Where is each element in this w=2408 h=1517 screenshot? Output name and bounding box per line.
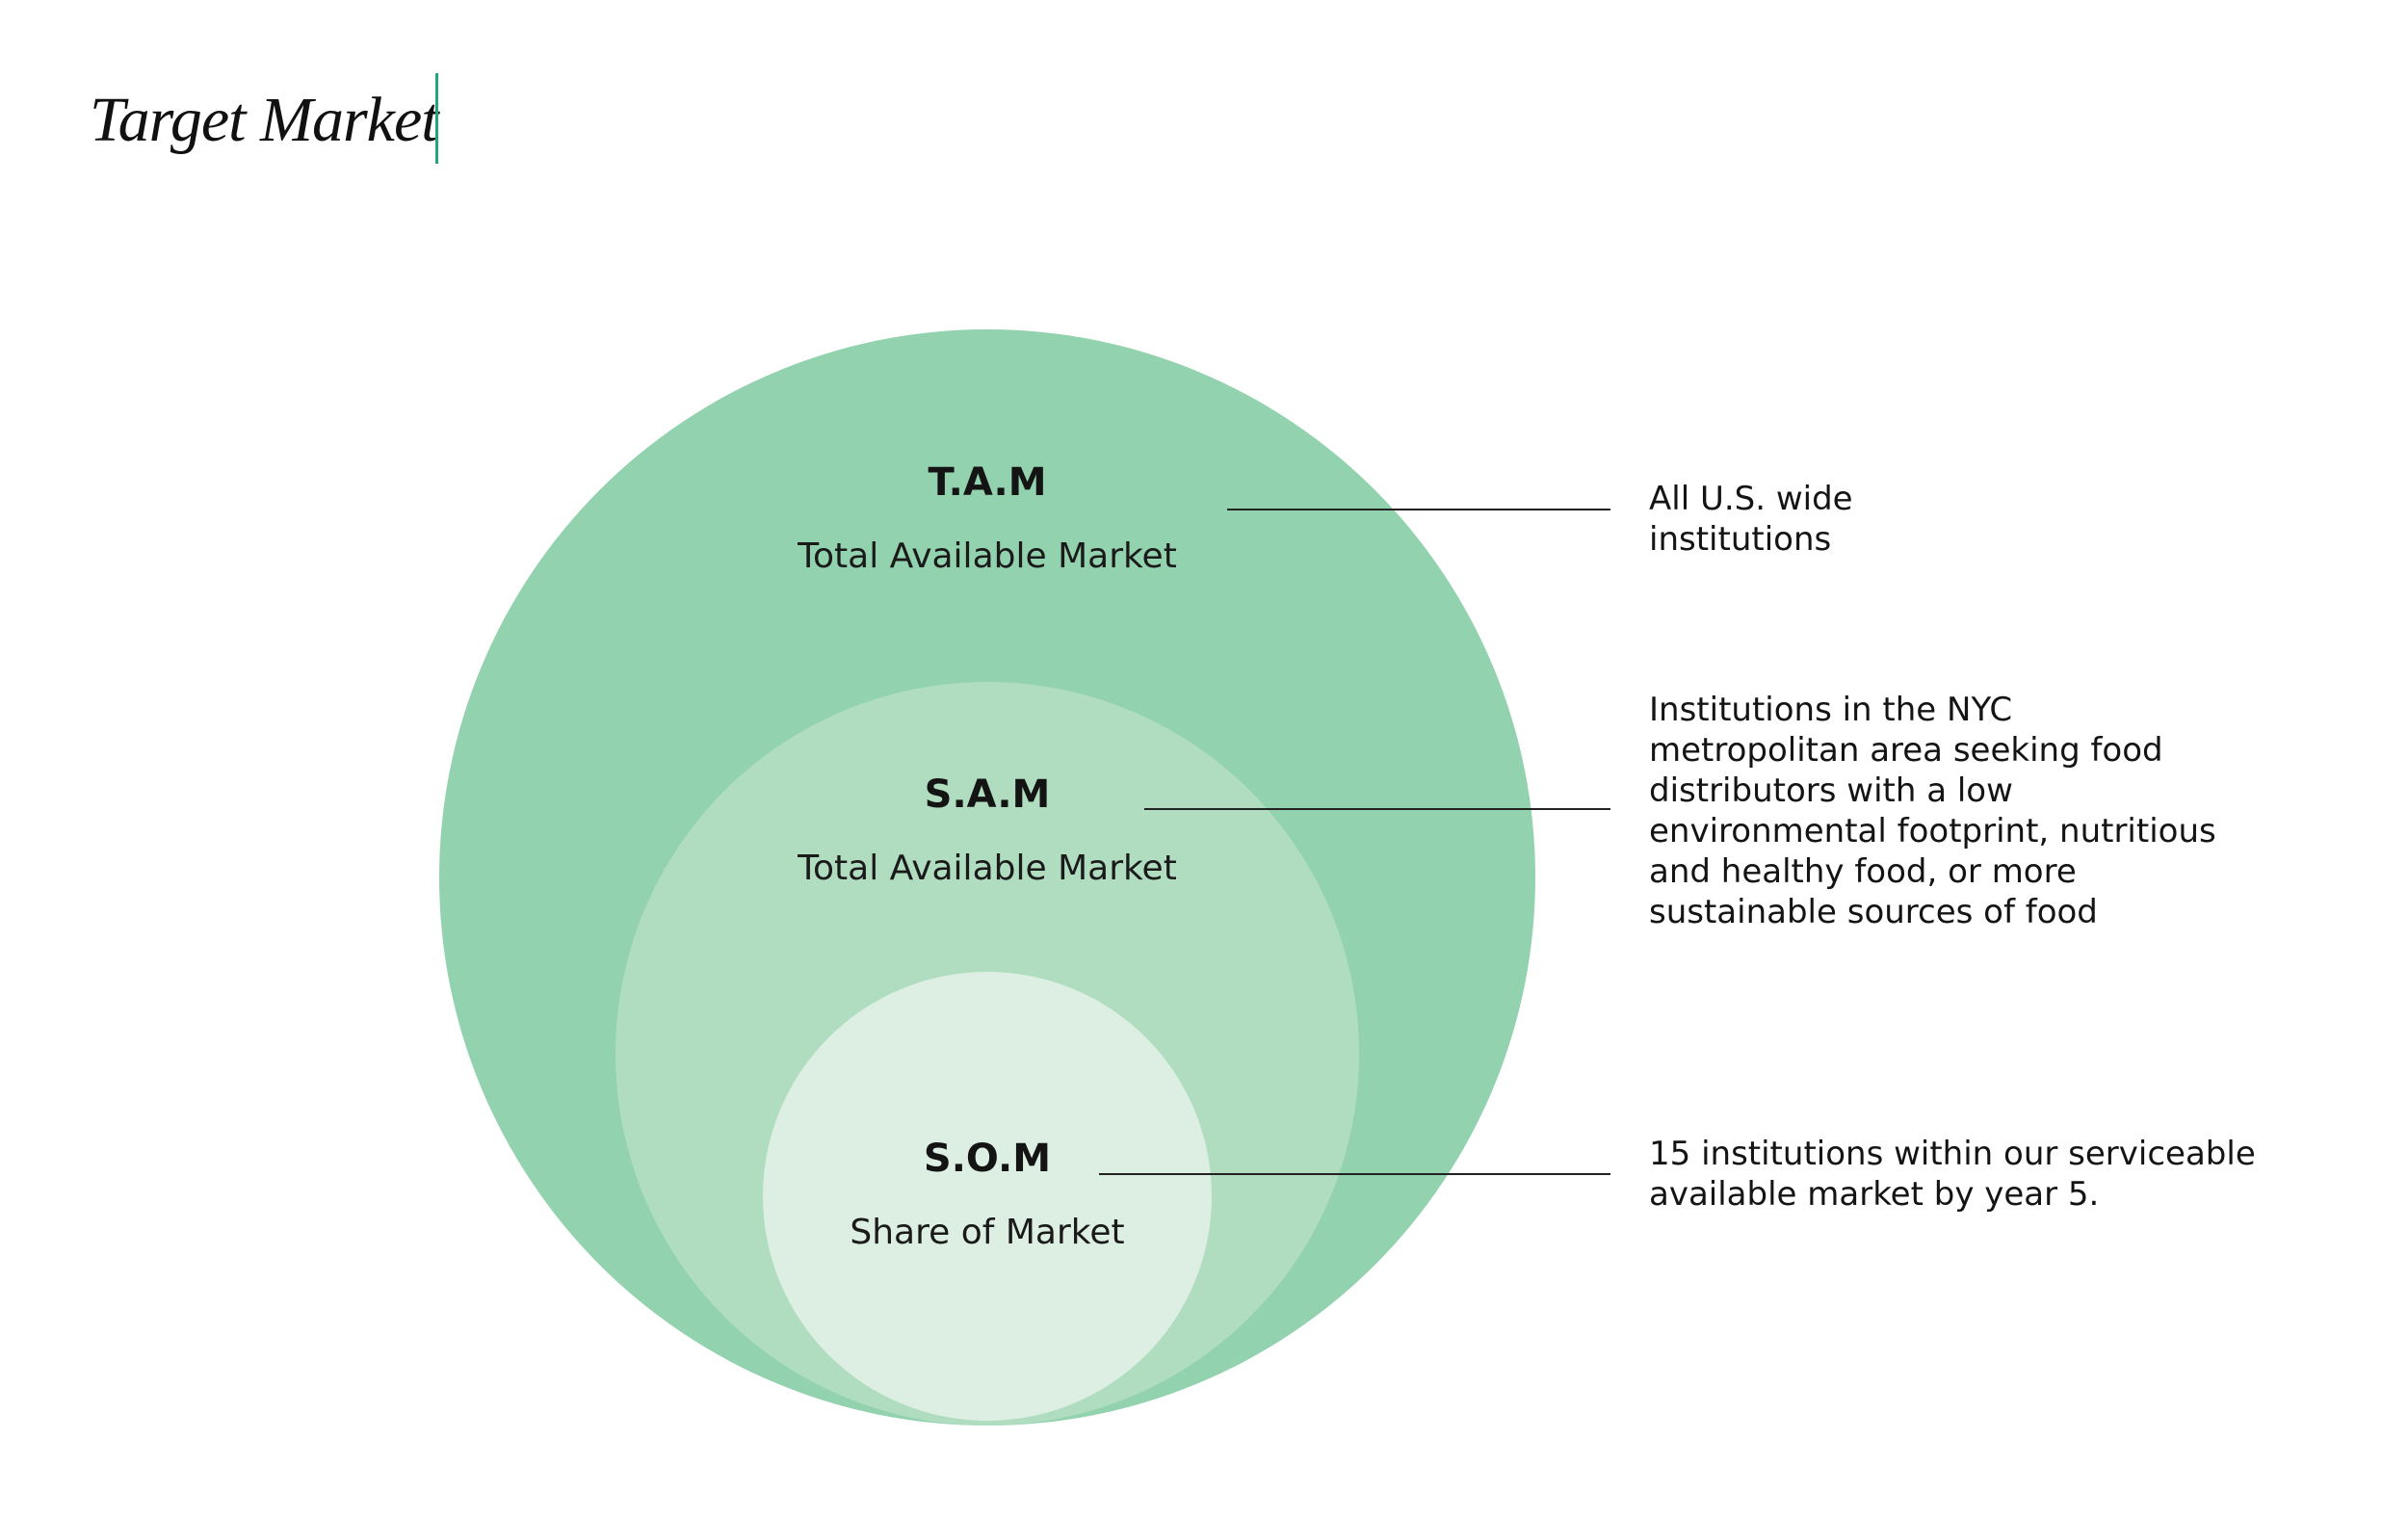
tam-description: All U.S. wide institutions (1649, 479, 1853, 560)
slide-title: Target Market (90, 85, 439, 155)
sam-description-line: sustainable sources of food (1649, 893, 2098, 931)
sam-full-name: Total Available Market (798, 849, 1177, 888)
sam-description: Institutions in the NYC metropolitan are… (1649, 690, 2216, 932)
sam-description-line: and healthy food, or more (1649, 852, 2077, 891)
sam-abbreviation: S.A.M (924, 772, 1051, 817)
sam-description-line: distributors with a low (1649, 772, 2013, 810)
som-full-name: Share of Market (850, 1213, 1125, 1252)
tam-description-line: institutions (1649, 520, 1832, 559)
som-description-line: 15 institutions within our serviceable (1649, 1135, 2256, 1173)
tam-abbreviation: T.A.M (928, 460, 1047, 505)
som-label: S.O.M Share of Market (698, 1135, 1276, 1257)
som-circle (763, 972, 1212, 1421)
sam-label: S.A.M Total Available Market (698, 771, 1276, 893)
title-accent-rule (435, 73, 438, 164)
som-description-line: available market by year 5. (1649, 1175, 2100, 1214)
tam-description-line: All U.S. wide (1649, 480, 1853, 518)
som-abbreviation: S.O.M (923, 1137, 1052, 1181)
som-description: 15 institutions within our serviceable a… (1649, 1134, 2256, 1215)
sam-description-line: metropolitan area seeking food (1649, 731, 2163, 770)
sam-description-line: Institutions in the NYC (1649, 691, 2013, 729)
sam-description-line: environmental footprint, nutritious (1649, 812, 2216, 850)
tam-label: T.A.M Total Available Market (698, 458, 1276, 581)
tam-full-name: Total Available Market (798, 536, 1177, 576)
